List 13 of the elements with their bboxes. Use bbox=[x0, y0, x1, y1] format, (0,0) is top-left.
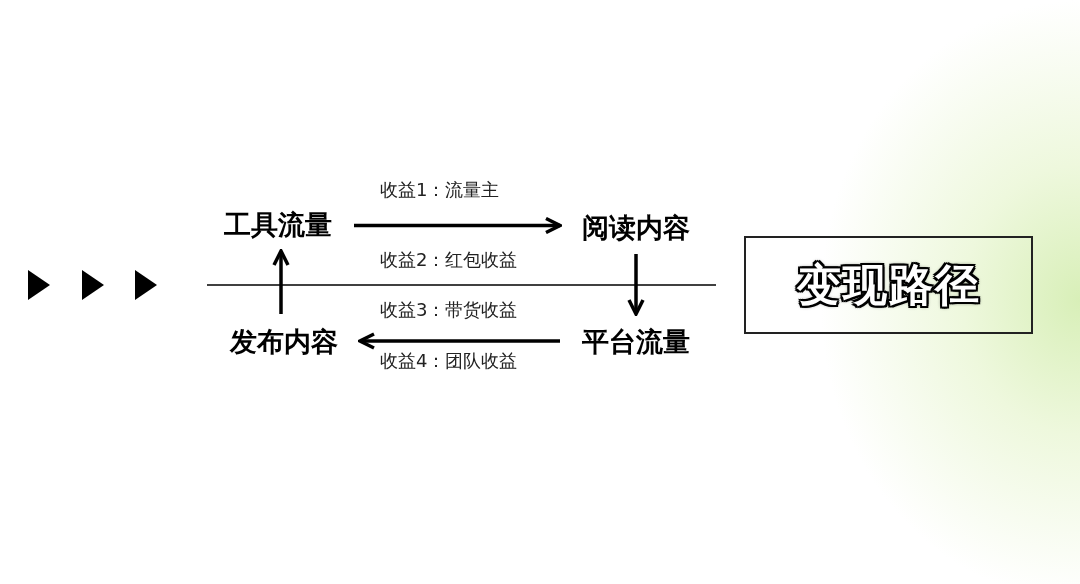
flow-step-text: 发布内容 bbox=[218, 324, 350, 358]
revenue-label: 收益3：带货收益 bbox=[380, 301, 518, 319]
arrow bbox=[358, 332, 560, 350]
arrow bbox=[627, 254, 645, 316]
flow-step-text: 工具流量 bbox=[212, 207, 344, 241]
arrow bbox=[272, 249, 290, 314]
flow-step-text: 平台流量 bbox=[570, 324, 702, 358]
title-box bbox=[744, 236, 1033, 334]
arrow bbox=[354, 216, 562, 235]
revenue-label: 收益2：红包收益 bbox=[380, 251, 518, 269]
revenue-label: 收益1：流量主 bbox=[380, 181, 500, 199]
revenue-label: 收益4：团队收益 bbox=[380, 352, 518, 370]
flow-step-text: 阅读内容 bbox=[570, 210, 702, 244]
